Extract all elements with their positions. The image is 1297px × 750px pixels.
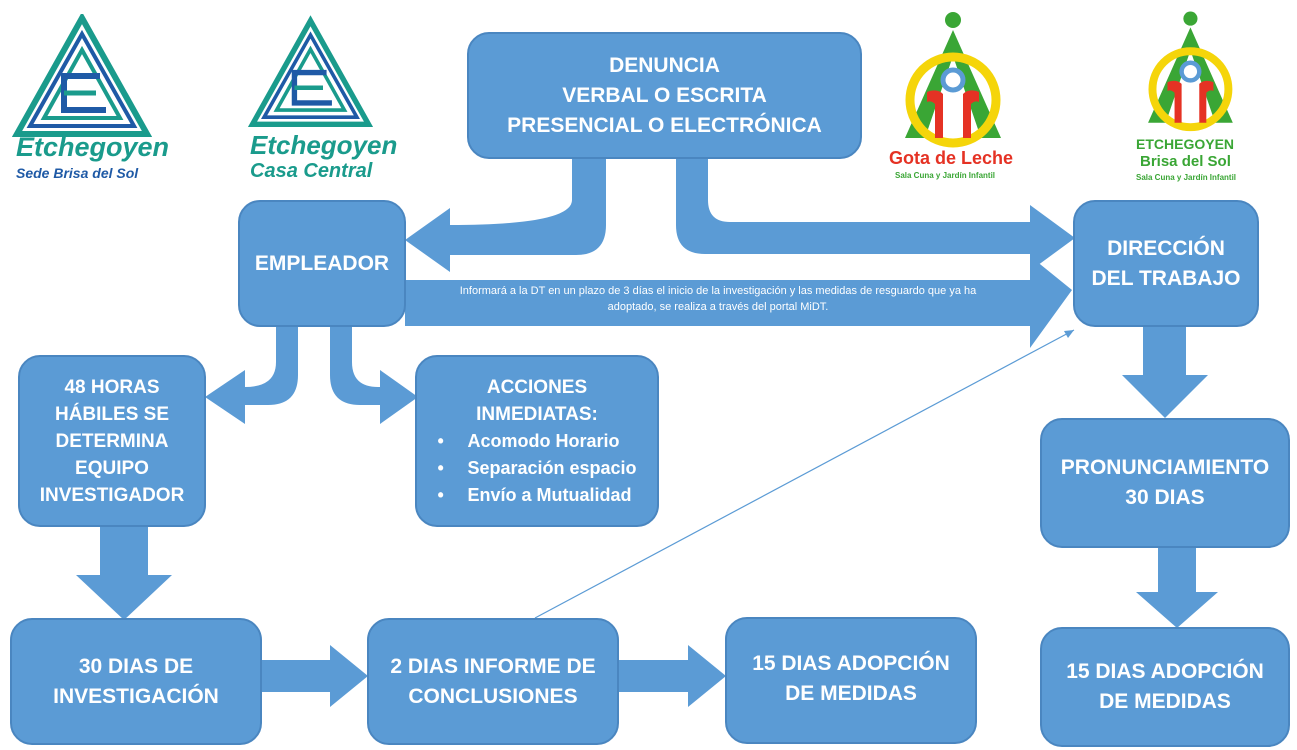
- acciones-item: Separación espacio: [437, 455, 636, 482]
- node-acciones-title-1: ACCIONES: [486, 376, 588, 398]
- node-equipo-line-3: DETERMINA: [55, 430, 169, 452]
- node-equipo-line-4: EQUIPO: [75, 457, 149, 479]
- node-pronunciamiento: PRONUNCIAMIENTO 30 DIAS: [1040, 418, 1290, 548]
- arrow-denuncia-to-direccion: [676, 158, 1075, 271]
- node-adopcion-right-line-1: 15 DIAS ADOPCIÓN: [1066, 660, 1264, 683]
- brisa-del-sol-figure-icon: [1148, 11, 1233, 132]
- node-pronunciamiento-line-1: PRONUNCIAMIENTO: [1060, 456, 1270, 479]
- logo-gota-de-leche: Gota de Leche Sala Cuna y Jardín Infanti…: [885, 8, 1020, 188]
- node-pronunciamiento-line-2: 30 DIAS: [1125, 486, 1205, 509]
- logo-title-2: Brisa del Sol: [1140, 153, 1231, 170]
- node-empleador: EMPLEADOR: [238, 200, 406, 327]
- node-acciones-title-2: INMEDIATAS:: [476, 403, 598, 425]
- connector-note-line-1: Informará a la DT en un plazo de 3 días …: [459, 285, 977, 297]
- connector-note-line-2: adoptado, se realiza a través del portal…: [607, 301, 829, 313]
- acciones-item: Acomodo Horario: [437, 428, 636, 455]
- line-informe-to-direccion: [534, 329, 1075, 619]
- node-informe-line-2: CONCLUSIONES: [408, 684, 578, 708]
- logo-subtitle: Sala Cuna y Jardín Infantil: [1136, 173, 1237, 182]
- node-investigacion: 30 DIAS DE INVESTIGACIÓN: [10, 618, 262, 745]
- etchegoyen-triangle-icon: [12, 14, 152, 137]
- node-denuncia: DENUNCIA VERBAL O ESCRITA PRESENCIAL O E…: [467, 32, 862, 159]
- connector-note: Informará a la DT en un plazo de 3 días …: [408, 283, 1028, 315]
- logo-etchegoyen-brisa-del-sol: ETCHEGOYEN Brisa del Sol Sala Cuna y Jar…: [1130, 8, 1270, 188]
- node-investigacion-line-2: INVESTIGACIÓN: [53, 684, 219, 708]
- node-direccion-del-trabajo: DIRECCIÓN DEL TRABAJO: [1073, 200, 1259, 327]
- node-empleador-label: EMPLEADOR: [254, 251, 390, 275]
- logo-title: Etchegoyen: [16, 132, 170, 162]
- arrow-investigacion-to-informe: [260, 645, 368, 707]
- node-informe-line-1: 2 DIAS INFORME DE: [390, 654, 596, 678]
- node-adopcion-medidas-left: 15 DIAS ADOPCIÓN DE MEDIDAS: [725, 617, 977, 744]
- logo-title: Gota de Leche: [889, 148, 1014, 168]
- acciones-item: Envío a Mutualidad: [437, 482, 636, 509]
- arrow-empleador-to-equipo: [205, 325, 298, 424]
- arrow-empleador-to-acciones: [330, 325, 418, 424]
- node-adopcion-left-line-2: DE MEDIDAS: [785, 682, 917, 705]
- acciones-list: Acomodo Horario Separación espacio Envío…: [437, 428, 636, 509]
- arrow-pronunciamiento-to-adopcion: [1136, 547, 1218, 628]
- logo-title: Etchegoyen: [250, 130, 398, 160]
- node-direccion-line-1: DIRECCIÓN: [1107, 236, 1225, 260]
- arrow-denuncia-to-empleador: [405, 158, 606, 272]
- node-adopcion-left-line-1: 15 DIAS ADOPCIÓN: [752, 652, 950, 675]
- node-equipo-investigador: 48 HORAS HÁBILES SE DETERMINA EQUIPO INV…: [18, 355, 206, 527]
- arrow-informe-to-adopcion: [617, 645, 726, 707]
- node-acciones-inmediatas: ACCIONES INMEDIATAS: Acomodo Horario Sep…: [415, 355, 659, 527]
- arrow-empleador-to-direccion: [405, 256, 1072, 348]
- logo-subtitle: Sede Brisa del Sol: [16, 165, 139, 181]
- node-equipo-line-1: 48 HORAS: [64, 376, 160, 398]
- logo-subtitle: Casa Central: [250, 160, 373, 182]
- node-adopcion-medidas-right: 15 DIAS ADOPCIÓN DE MEDIDAS: [1040, 627, 1290, 747]
- arrow-direccion-to-pronunciamiento: [1122, 326, 1208, 418]
- logo-subtitle: Sala Cuna y Jardín Infantil: [895, 171, 996, 180]
- node-equipo-line-2: HÁBILES SE: [54, 403, 170, 425]
- logo-etchegoyen-sede-brisa: Etchegoyen Sede Brisa del Sol: [12, 14, 169, 184]
- etchegoyen-triangle-icon: [248, 15, 373, 128]
- logo-etchegoyen-casa-central: Etchegoyen Casa Central: [248, 14, 397, 184]
- line-arrowhead: [1064, 330, 1074, 338]
- node-denuncia-line-3: PRESENCIAL O ELECTRÓNICA: [507, 113, 822, 137]
- logo-title: ETCHEGOYEN: [1136, 136, 1235, 152]
- node-equipo-line-5: INVESTIGADOR: [39, 484, 185, 506]
- node-denuncia-line-2: VERBAL O ESCRITA: [562, 83, 767, 107]
- node-informe-conclusiones: 2 DIAS INFORME DE CONCLUSIONES: [367, 618, 619, 745]
- arrow-equipo-to-investigacion: [76, 527, 172, 620]
- node-investigacion-line-1: 30 DIAS DE: [78, 654, 194, 678]
- node-denuncia-line-1: DENUNCIA: [609, 53, 720, 77]
- gota-de-leche-figure-icon: [905, 12, 1001, 148]
- node-direccion-line-2: DEL TRABAJO: [1091, 266, 1241, 290]
- node-adopcion-right-line-2: DE MEDIDAS: [1099, 690, 1231, 713]
